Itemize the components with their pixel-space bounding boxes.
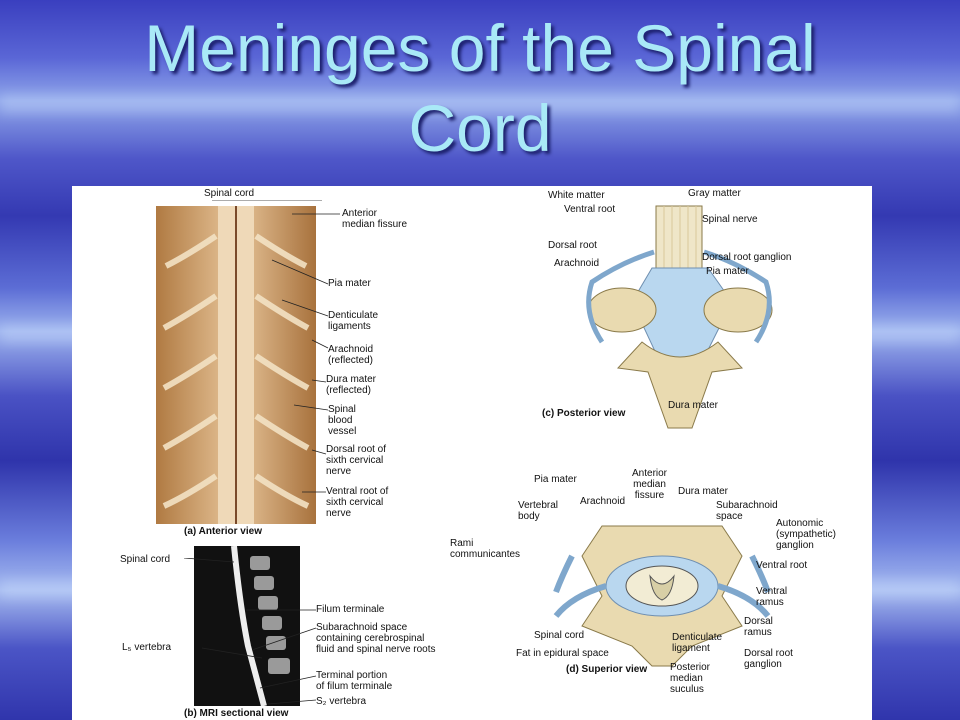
label-arachnoid-d: Arachnoid	[580, 496, 626, 507]
label-arachnoid-reflected: Arachnoid (reflected)	[328, 344, 374, 366]
label-s2-vertebra: S₂ vertebra	[316, 696, 367, 707]
label-spinal-nerve-c: Spinal nerve	[702, 214, 758, 225]
label-denticulate-ligament: Denticulate ligament	[672, 632, 723, 654]
mri-leader-lines	[183, 558, 317, 705]
label-l5-vertebra: L₅ vertebra	[122, 642, 172, 653]
label-spinal-cord-a: Spinal cord	[204, 188, 255, 199]
label-dura-mater-d: Dura mater	[678, 486, 729, 497]
anatomy-figure: Spinal cord Anterior median fissure Pia …	[72, 186, 872, 720]
caption-anterior-view: (a) Anterior view	[184, 526, 262, 537]
title-line-1: Meninges of the Spinal	[144, 11, 816, 85]
label-dorsal-root-sixth: Dorsal root of sixth cervical nerve	[326, 444, 387, 477]
label-terminal-portion: Terminal portion of filum terminale	[316, 670, 393, 692]
background-streak	[0, 95, 960, 113]
label-vertebral-body: Vertebral body	[518, 500, 559, 522]
label-filum-terminale: Filum terminale	[316, 604, 385, 615]
label-dorsal-root-ganglion-d: Dorsal root ganglion	[744, 648, 793, 670]
caption-mri-view: (b) MRI sectional view	[184, 708, 289, 719]
superior-view-illustration	[553, 525, 771, 667]
label-spinal-cord-b: Spinal cord	[120, 554, 171, 565]
label-ventral-root-d: Ventral root	[756, 560, 808, 571]
label-white-matter: White matter	[548, 190, 605, 201]
label-ventral-ramus: Ventral ramus	[756, 586, 788, 608]
label-subarachnoid-space-b: Subarachnoid space containing cerebrospi…	[316, 622, 436, 655]
label-dorsal-root-ganglion-c: Dorsal root ganglion	[702, 252, 792, 263]
label-gray-matter: Gray matter	[688, 188, 741, 199]
label-dura-mater-c: Dura mater	[668, 400, 719, 411]
slide-title: Meninges of the Spinal Cord	[0, 8, 960, 168]
label-dura-reflected: Dura mater (reflected)	[326, 374, 377, 396]
caption-superior-view: (d) Superior view	[566, 664, 648, 675]
anterior-view-photo	[156, 206, 316, 524]
label-spinal-blood-vessel: Spinal blood vessel	[328, 404, 357, 437]
label-autonomic-ganglion: Autonomic (sympathetic) ganglion	[776, 518, 837, 551]
label-dorsal-ramus: Dorsal ramus	[744, 616, 773, 638]
label-fat-epidural: Fat in epidural space	[516, 648, 609, 659]
label-ventral-root-sixth: Ventral root of sixth cervical nerve	[326, 486, 389, 519]
label-arachnoid-c: Arachnoid	[554, 258, 600, 269]
label-rami-communicantes: Rami communicantes	[450, 538, 521, 560]
label-posterior-median-sulcus: Posterior median suculus	[670, 662, 711, 695]
posterior-view-illustration	[586, 205, 773, 429]
label-pia-mater-d: Pia mater	[534, 474, 577, 485]
label-ventral-root-c: Ventral root	[564, 204, 616, 215]
mri-spine-shape	[231, 546, 290, 706]
label-anterior-median-fissure-a: Anterior median fissure	[342, 208, 408, 230]
label-pia-mater-c: Pia mater	[706, 266, 749, 277]
anterior-leader-lines	[212, 200, 340, 493]
label-dorsal-root-c: Dorsal root	[548, 240, 597, 251]
label-subarachnoid-space-d: Subarachnoid space	[716, 500, 778, 522]
label-pia-mater-a: Pia mater	[328, 278, 371, 289]
label-spinal-cord-d: Spinal cord	[534, 630, 585, 641]
title-line-2: Cord	[408, 91, 552, 165]
mri-image	[194, 546, 300, 706]
label-anterior-median-fissure-d: Anterior median fissure	[632, 468, 668, 501]
label-denticulate-ligaments: Denticulate ligaments	[328, 310, 379, 332]
caption-posterior-view: (c) Posterior view	[542, 408, 626, 419]
